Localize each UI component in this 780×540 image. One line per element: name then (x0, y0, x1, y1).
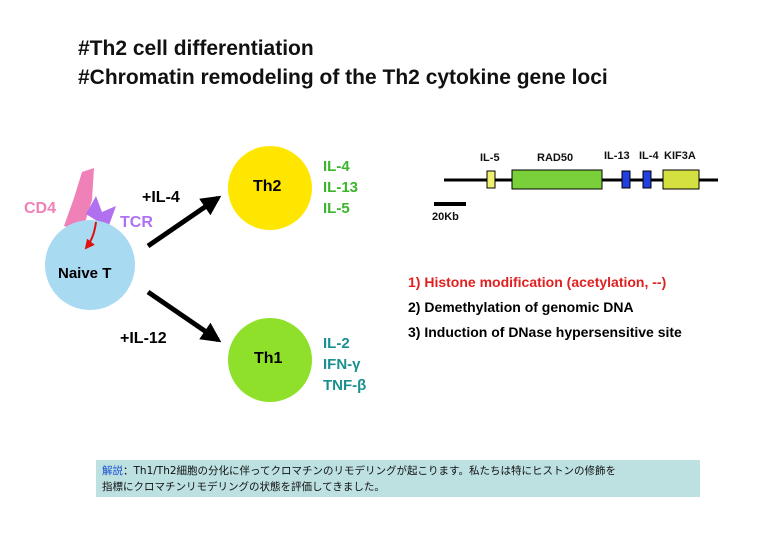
cd4-receptor (64, 168, 94, 232)
th2-cell (228, 146, 312, 230)
th2-cytokine: IL-4 (323, 158, 350, 175)
il4-gene-box (642, 170, 652, 189)
note-text-1: ：Th1/Th2細胞の分化に伴ってクロマチンのリモデリングが起こります。私たちは… (123, 465, 616, 477)
th1-condition-label: +IL-12 (120, 330, 167, 347)
step-2: 2) Demethylation of genomic DNA (408, 299, 634, 315)
th1-cytokine: TNF-β (323, 377, 367, 394)
th2-condition-label: +IL-4 (142, 189, 180, 206)
th1-cytokine: IL-2 (323, 335, 350, 352)
signal-arrow (84, 221, 97, 250)
il5-gene-box (486, 170, 496, 189)
gene-label-il13: IL-13 (604, 150, 630, 162)
th1-cytokine: IFN-γ (323, 356, 361, 373)
th2-cytokine: IL-5 (323, 200, 350, 217)
th1-label: Th1 (254, 350, 283, 367)
th2-cytokine-list: IL-4 IL-13 IL-5 (323, 156, 358, 219)
step-1: 1) Histone modification (acetylation, --… (408, 274, 667, 290)
gene-label-il4: IL-4 (639, 150, 659, 162)
th2-cytokine: IL-13 (323, 179, 359, 196)
title-line-1: #Th2 cell differentiation (78, 37, 314, 60)
tcr-label: TCR (120, 214, 153, 231)
tcr-receptor (86, 196, 116, 228)
th1-cytokine-list: IL-2 IFN-γ TNF-β (323, 333, 366, 396)
page-title: #Th2 cell differentiation #Chromatin rem… (78, 34, 608, 92)
naive-t-cell (45, 220, 135, 310)
step-3: 3) Induction of DNase hypersensitive sit… (408, 324, 682, 340)
th1-cell (228, 318, 312, 402)
note-text-2: 指標にクロマチンリモデリングの状態を評価してきました。 (102, 481, 385, 493)
cd4-label: CD4 (24, 200, 57, 217)
note-label: 解説 (102, 465, 123, 477)
arrow-to-th1 (146, 289, 222, 343)
scale-label: 20Kb (432, 211, 459, 223)
naive-t-label: Naive T (58, 265, 112, 282)
gene-label-il5: IL-5 (480, 152, 500, 164)
title-line-2: #Chromatin remodeling of the Th2 cytokin… (78, 66, 608, 89)
gene-label-rad50: RAD50 (537, 152, 574, 164)
note-line-1: 解説：Th1/Th2細胞の分化に伴ってクロマチンのリモデリングが起こります。私た… (102, 463, 694, 479)
arrow-to-th2 (146, 195, 222, 249)
th2-label: Th2 (253, 178, 282, 195)
explanation-note: 解説：Th1/Th2細胞の分化に伴ってクロマチンのリモデリングが起こります。私た… (96, 460, 700, 497)
il13-gene-box (621, 170, 631, 189)
remodeling-steps: 1) Histone modification (acetylation, --… (408, 270, 682, 345)
gene-label-kif3a: KIF3A (664, 150, 696, 162)
kif3a-gene-box (662, 169, 700, 190)
rad50-gene-box (511, 169, 603, 190)
